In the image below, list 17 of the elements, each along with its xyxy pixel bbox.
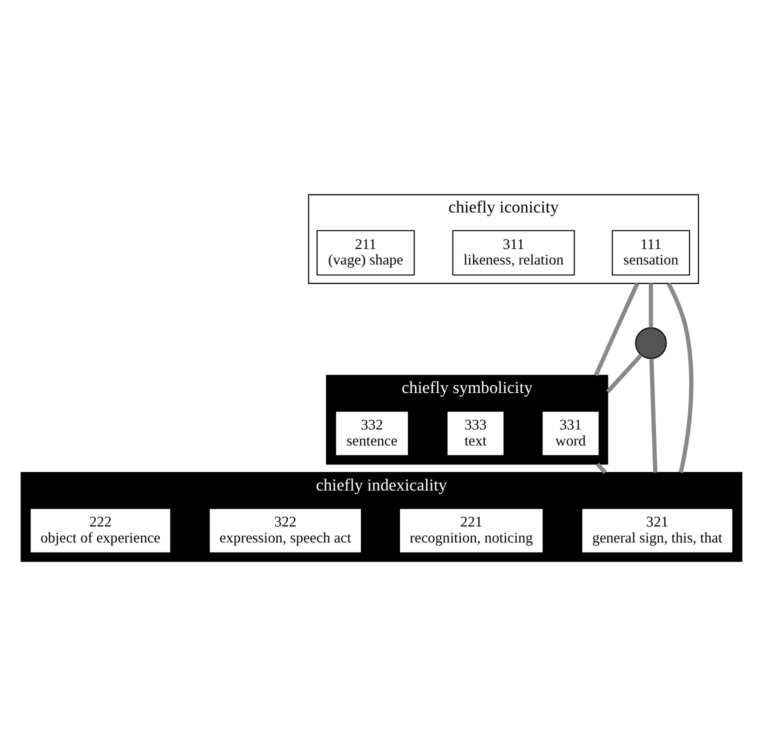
node-box: 321 general sign, this, that bbox=[581, 508, 734, 554]
connector bbox=[606, 354, 643, 394]
node-box: 222 object of experience bbox=[30, 508, 172, 554]
node-box: 211 (vage) shape bbox=[316, 230, 415, 276]
connector bbox=[596, 462, 607, 474]
connector bbox=[594, 282, 640, 376]
node-box: 311 likeness, relation bbox=[452, 230, 575, 276]
connector bbox=[648, 283, 654, 328]
connector bbox=[649, 358, 658, 473]
node-box: 221 recognition, noticing bbox=[398, 508, 544, 554]
node-box: 111 sensation bbox=[612, 230, 690, 276]
node-box: 322 expression, speech act bbox=[208, 508, 362, 554]
node-box: 331 word bbox=[542, 410, 600, 456]
connector bbox=[666, 282, 694, 474]
node-box: 333 text bbox=[446, 410, 505, 456]
node-circle bbox=[635, 327, 667, 359]
node-box: 332 sentence bbox=[335, 410, 409, 456]
